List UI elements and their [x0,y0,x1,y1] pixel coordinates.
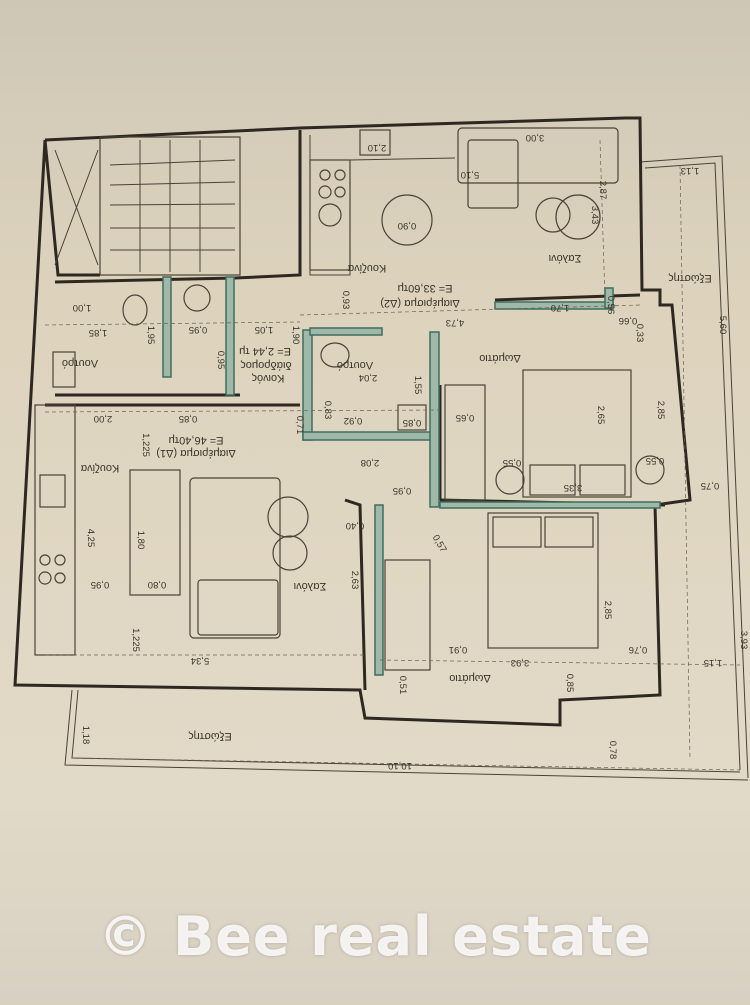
dim-label: 2,08 [361,457,380,468]
dim-label: 2,85 [602,601,613,620]
dim-label: 0,55 [503,457,522,468]
sofa-d2 [457,127,619,184]
double-bed-lower [487,512,599,649]
dimension-lines [44,139,741,771]
dim-label: 2,85 [655,401,666,420]
double-bed-upper [522,369,632,498]
label-bath-left: Λουτρό [62,357,98,369]
label-balcony-bottom: Εξώστης [188,730,231,742]
dim-label: 0,40 [346,520,365,531]
washing-machine-icon [318,203,342,227]
dim-label: 3,93 [511,657,530,668]
dim-label: 2,00 [94,413,113,424]
dim-label: 0,80 [148,579,167,590]
dim-label: 1,05 [255,324,274,335]
dim-label: 1,90 [290,326,301,345]
toilet-left [122,294,148,326]
dim-label: 0,93 [340,291,351,310]
label-kitchen-d2: Κουζίνα [347,262,386,274]
dim-label: 3,00 [526,132,545,143]
label-area-d1: E= 46,40τμ [168,434,223,446]
dim-label: 2,65 [595,406,606,425]
dim-label: 2,10 [368,142,387,153]
dim-label: 1,13 [681,165,700,176]
dim-label: 0,90 [398,220,417,231]
dim-label: 1,70 [551,302,570,313]
dim-label: 5,10 [461,169,480,180]
dim-label: 0,95 [215,351,226,370]
label-apartment-d2: Διαμέρισμα (Δ2) [380,297,459,309]
label-corridor-2: διάδρομος [240,359,291,371]
dim-label: 1,00 [73,302,92,313]
label-kitchen-d1: Κουζίνα [80,462,119,474]
label-living-d1: Σαλόνι [293,580,326,592]
watermark: © Bee real estate [98,905,652,968]
dim-label: 5,34 [191,655,210,666]
dim-label: 1,225 [130,628,141,652]
dim-label: 2,87 [597,181,608,200]
dim-label: 0,95 [91,579,110,590]
dim-label: 0,66 [619,315,638,326]
toilet-center [320,342,350,368]
dim-label: 1,18 [80,726,91,745]
label-corridor: Κοινός [252,372,285,384]
label-bedroom-lower: Δωμάτιο [449,672,491,684]
dim-label: 0,85 [179,413,198,424]
dim-label: 0,65 [456,412,475,423]
dim-label: 3,35 [564,482,583,493]
dining-table-d1 [129,469,181,596]
sofa-d1 [189,477,281,639]
dim-label: 0,95 [393,485,412,496]
dim-label: 0,51 [397,676,408,695]
dim-label: 0,33 [634,324,645,343]
dimension-labels: 2,10 3,00 5,10 0,90 3,43 2,87 0,93 4,73 … [73,132,749,771]
dim-label: 4,25 [85,529,96,548]
dim-label: 10,10 [388,760,412,771]
dim-label: 0,78 [607,741,618,760]
dim-label: 1,80 [135,531,146,550]
label-balcony-right: Εξώστης [668,272,711,284]
dim-label: 5,60 [717,316,728,335]
label-bedroom-upper: Δωμάτιο [479,352,521,364]
label-apartment-d1: Διαμέρισμα (Δ1) [156,447,235,459]
label-living-d2: Σαλόνι [548,252,581,264]
dim-label: 1,55 [412,376,423,395]
dim-label: 1,85 [89,327,108,338]
dim-label: 1,15 [704,657,723,668]
furniture [34,127,665,671]
dim-label: 0,75 [701,480,720,491]
dim-label: 0,92 [344,415,363,426]
label-area-d2: E= 33,60τμ [397,282,452,294]
dim-label: 0,85 [564,674,575,693]
round-dining-table [381,194,433,246]
dim-label: 0,56 [605,296,616,315]
dim-label: 0,76 [629,644,648,655]
dim-label: 3,93 [738,631,749,650]
dim-label: 0,83 [322,401,333,420]
dim-label: 4,73 [446,317,465,328]
label-area-corridor: E= 2,44 τμ [239,345,291,357]
dim-label: 3,43 [589,206,600,225]
dim-label: 0,95 [189,324,208,335]
staircase [54,136,241,276]
label-bath-center: Λουτρό [337,359,373,371]
dim-label: 0,71 [294,416,305,435]
exterior-walls [13,116,692,727]
dim-label: 1,225 [140,433,151,457]
dim-label: 0,55 [646,455,665,466]
dim-label: 1,95 [145,326,156,345]
new-walls [162,276,661,676]
dim-label: 2,04 [359,372,378,383]
dim-label: 0,91 [449,644,468,655]
dim-label: 2,63 [349,571,360,590]
room-labels: Κουζίνα Σαλόνι Διαμέρισμα (Δ2) E= 33,60τ… [62,252,712,742]
dim-label: 0,85 [403,417,422,428]
